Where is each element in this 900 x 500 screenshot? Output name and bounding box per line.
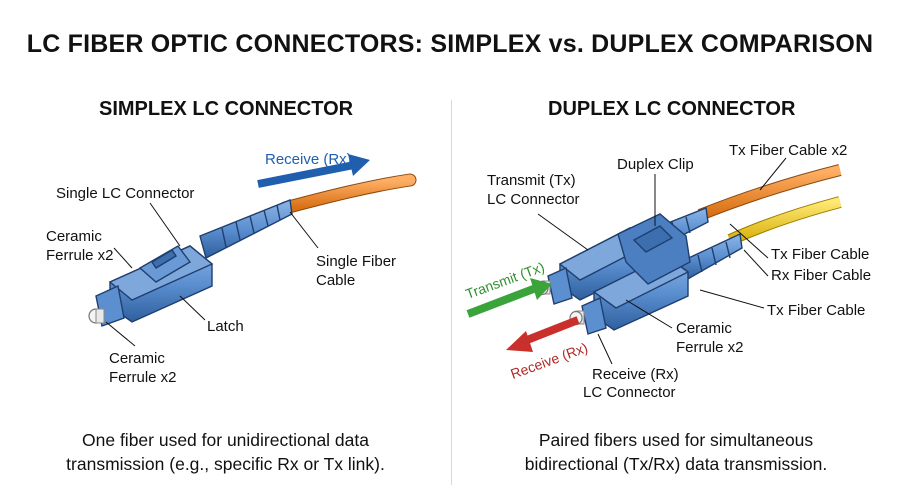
receive-arrow-simplex xyxy=(257,154,370,188)
leader-rx-fiber-cable xyxy=(743,249,769,277)
receive-arrow-duplex xyxy=(506,316,580,352)
panel-divider xyxy=(451,100,452,485)
leader-ceramic-top xyxy=(113,247,133,269)
leader-tx-connector xyxy=(537,213,589,251)
leader-ceramic xyxy=(625,299,673,329)
rx-connector-label-2: LC Connector xyxy=(583,384,676,401)
simplex-ferrule xyxy=(88,308,105,324)
simplex-caption-line-1: One fiber used for unidirectional data xyxy=(82,430,369,450)
simplex-connector xyxy=(95,199,293,327)
leader-tx-cable-x2 xyxy=(759,157,787,191)
leader-ceramic-bottom xyxy=(105,321,136,347)
ceramic-label-2: Ferrule x2 xyxy=(676,339,744,356)
simplex-heading: SIMPLEX LC CONNECTOR xyxy=(99,98,354,120)
duplex-caption-line-1: Paired fibers used for simultaneous xyxy=(538,430,814,450)
simplex-caption: One fiber used for unidirectional data t… xyxy=(18,428,433,476)
ceramic-label-bottom-1: Ceramic xyxy=(109,350,165,367)
leader-single-connector xyxy=(149,202,181,247)
tx-cable-x2-label: Tx Fiber Cable x2 xyxy=(729,142,848,159)
tx-connector-label-1: Transmit (Tx) xyxy=(487,172,576,189)
duplex-heading: DUPLEX LC CONNECTOR xyxy=(548,98,796,120)
tx-fiber-cable-label-b: Tx Fiber Cable xyxy=(767,302,866,319)
leader-tx-fiber-cable-b xyxy=(699,289,765,309)
single-fiber-label-1: Single Fiber xyxy=(316,253,397,270)
simplex-fiber-cable xyxy=(278,173,417,215)
latch-label: Latch xyxy=(207,318,244,335)
page-title: LC FIBER OPTIC CONNECTORS: SIMPLEX vs. D… xyxy=(26,30,874,58)
leader-tx-fiber-cable xyxy=(729,223,769,259)
receive-label-simplex: Receive (Rx) xyxy=(265,151,352,168)
tx-fiber-cable-label: Tx Fiber Cable xyxy=(771,246,870,263)
leader-latch xyxy=(179,295,206,321)
leader-single-fiber xyxy=(289,211,319,249)
transmit-arrow xyxy=(466,278,552,318)
simplex-caption-line-2: transmission (e.g., specific Rx or Tx li… xyxy=(66,454,385,474)
single-connector-label: Single LC Connector xyxy=(56,185,195,202)
ceramic-label-top-1: Ceramic xyxy=(46,228,102,245)
rx-connector-label-1: Receive (Rx) xyxy=(592,366,679,383)
duplex-fiber-cables xyxy=(697,164,842,246)
duplex-clip-label: Duplex Clip xyxy=(617,156,694,173)
ceramic-label-bottom-2: Ferrule x2 xyxy=(109,369,177,386)
duplex-clip xyxy=(617,213,691,285)
ceramic-label-1: Ceramic xyxy=(676,320,732,337)
leader-rx-connector xyxy=(597,333,613,365)
rx-fiber-cable-label: Rx Fiber Cable xyxy=(771,267,872,284)
duplex-caption-line-2: bidirectional (Tx/Rx) data transmission. xyxy=(524,454,828,474)
ceramic-label-top-2: Ferrule x2 xyxy=(46,247,114,264)
single-fiber-label-2: Cable xyxy=(316,272,356,289)
tx-connector-label-2: LC Connector xyxy=(487,191,580,208)
duplex-caption: Paired fibers used for simultaneous bidi… xyxy=(466,428,886,476)
